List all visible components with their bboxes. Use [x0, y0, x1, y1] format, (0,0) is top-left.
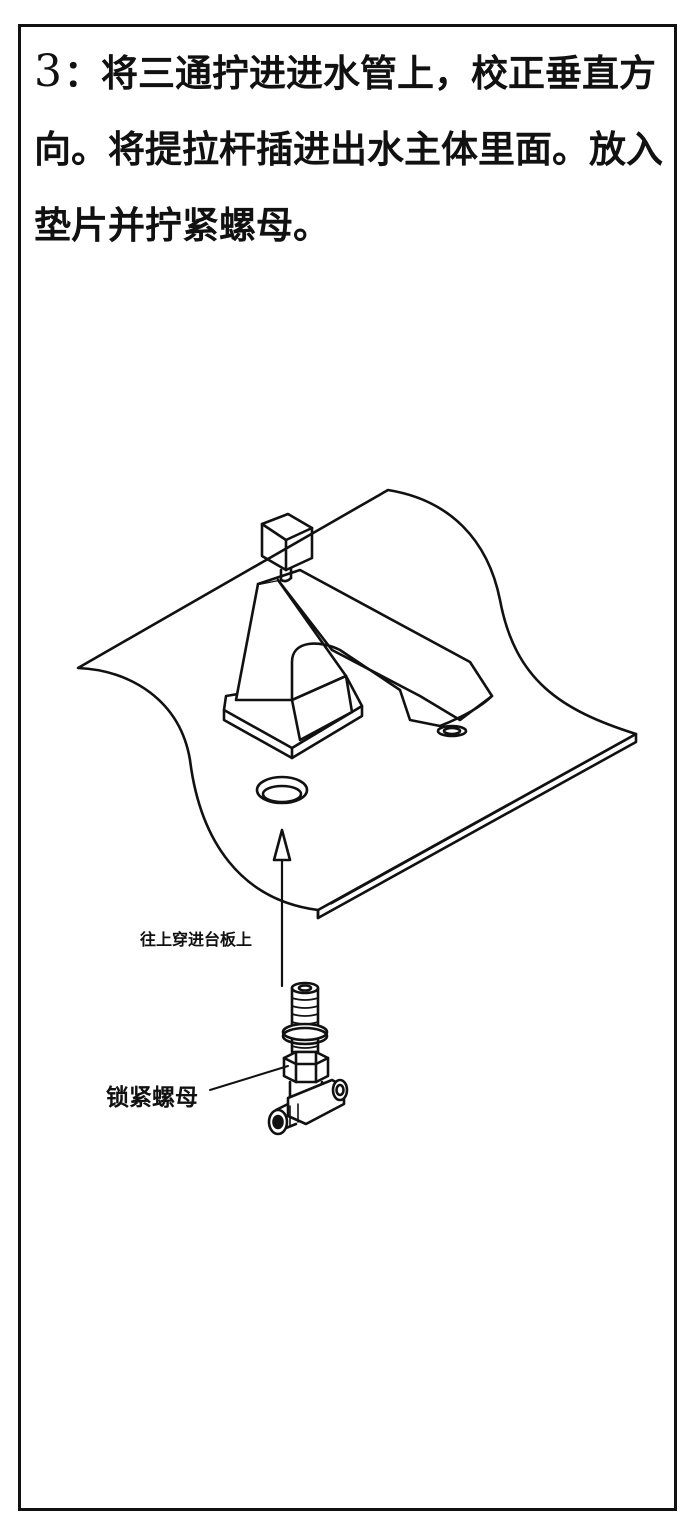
faucet-body: [222, 568, 494, 760]
lock-nut-leader: [209, 1065, 289, 1091]
lock-nut-label: 锁紧螺母: [106, 1085, 198, 1111]
push-up-label: 往上穿进台板上: [140, 930, 253, 949]
step-number: 3: [34, 46, 62, 97]
instruction-text: 3：将三通拧进进水管上，校正垂直方向。将提拉杆插进出水主体里面。放入垫片并拧紧螺…: [34, 34, 674, 264]
mounting-hole: [255, 775, 309, 805]
tee-valve-assembly: [267, 981, 349, 1136]
step-description: ：将三通拧进进水管上，校正垂直方向。将提拉杆插进出水主体里面。放入垫片并拧紧螺母…: [34, 52, 663, 247]
page-border: [18, 24, 677, 1511]
lift-rod-knob: [260, 512, 314, 583]
upward-arrow: [272, 828, 292, 988]
